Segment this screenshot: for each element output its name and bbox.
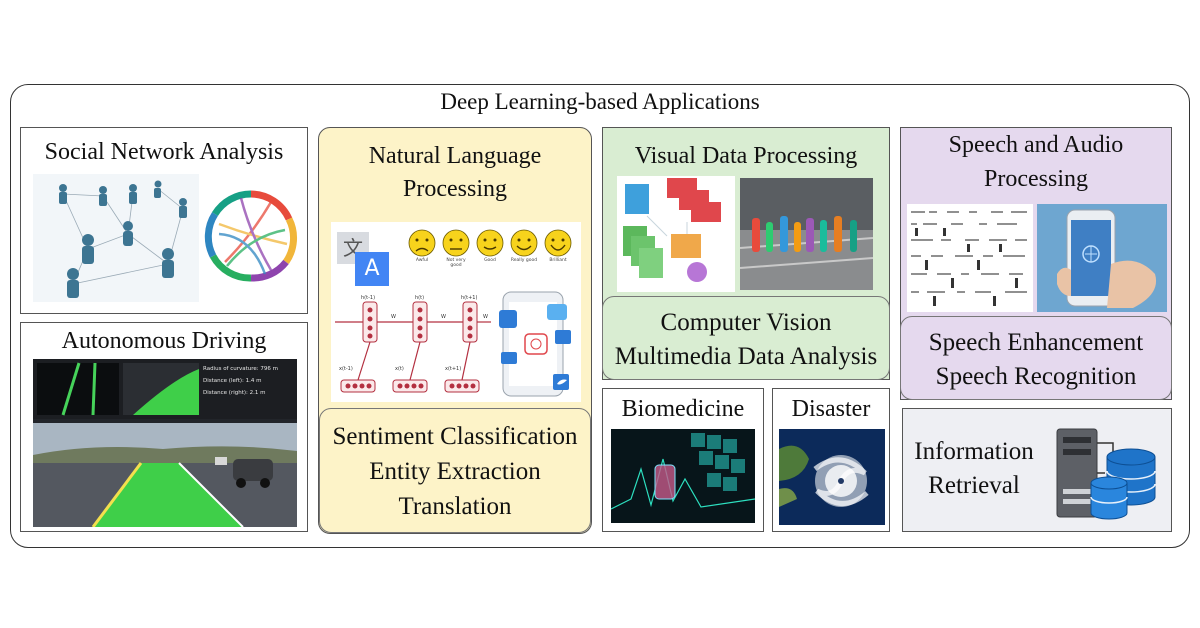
spectrogram-illustration [907, 204, 1033, 312]
rnn-label: h(t+1) [461, 295, 477, 301]
multimedia-files-illustration [617, 176, 735, 292]
rnn-label: W [483, 314, 488, 320]
speech-items-box: Speech Enhancement Speech Recognition [900, 316, 1172, 400]
retrieval-title-line2: Retrieval [928, 472, 1020, 499]
hud-label: Distance (left): [203, 378, 244, 384]
biomedicine-illustration [611, 429, 755, 523]
chord-diagram-illustration [201, 174, 301, 302]
hud-value: 2.1 m [249, 390, 266, 396]
rnn-label: x(t) [395, 366, 404, 372]
emoji-labels: Awful Not very good Good Really good Bri… [407, 258, 577, 268]
visual-data-title: Visual Data Processing [634, 143, 858, 169]
speech-item: Speech Enhancement [928, 329, 1144, 356]
emoji-label: Brilliant [549, 258, 567, 263]
information-retrieval-panel: Information Retrieval [902, 408, 1172, 532]
rnn-label: h(t) [415, 295, 424, 301]
hud-value: 796 m [260, 366, 279, 372]
disaster-title: Disaster [791, 396, 871, 422]
translate-letter: A [355, 252, 389, 286]
visual-item: Multimedia Data Analysis [614, 343, 878, 370]
translate-icon: 文 A [337, 232, 389, 290]
emoji-label: Good [484, 258, 496, 263]
rnn-diagram: h(t-1) h(t) h(t+1) W W W x(t-1) x(t) x(t… [335, 295, 491, 393]
emoji-label: Really good [510, 258, 538, 263]
hud-value: 1.4 m [245, 378, 262, 384]
speech-title-line1: Speech and Audio [948, 132, 1124, 158]
network-people-illustration [33, 174, 199, 302]
nlp-title-line1: Natural Language [368, 143, 542, 169]
hud-label: Distance (right): [203, 390, 248, 396]
speech-item: Speech Recognition [935, 363, 1137, 390]
visual-data-panel: Visual Data Processing [602, 127, 890, 380]
autonomous-driving-panel: Autonomous Driving Radius of curvature: … [20, 322, 308, 532]
main-title: Deep Learning-based Applications [440, 89, 760, 114]
nlp-panel: Natural Language Processing 文 A [318, 127, 592, 534]
emoji-label: Awful [415, 258, 429, 263]
nlp-title-line2: Processing [403, 176, 507, 202]
speech-title-line2: Processing [984, 166, 1088, 192]
autonomous-driving-title: Autonomous Driving [61, 328, 267, 354]
hurricane-satellite-illustration [779, 429, 885, 525]
visual-items-box: Computer Vision Multimedia Data Analysis [602, 296, 890, 380]
retrieval-title-line1: Information [914, 438, 1034, 465]
hud-row: Distance (left): 1.4 m [203, 375, 295, 387]
rnn-label: W [441, 314, 446, 320]
emoji-label: Not very good [446, 258, 466, 268]
emoji-scale [408, 229, 572, 257]
hud-readout: Radius of curvature: 796 m Distance (lef… [203, 363, 295, 399]
visual-item: Computer Vision [660, 309, 832, 336]
biomedicine-panel: Biomedicine [602, 388, 764, 532]
speech-audio-panel: Speech and Audio Processing [900, 127, 1172, 400]
nlp-task: Entity Extraction [369, 458, 541, 485]
nlp-task: Sentiment Classification [332, 423, 578, 450]
hud-row: Distance (right): 2.1 m [203, 387, 295, 399]
hud-label: Radius of curvature: [203, 366, 259, 372]
rnn-label: x(t-1) [339, 366, 353, 372]
social-network-panel: Social Network Analysis [20, 127, 308, 314]
hud-row: Radius of curvature: 796 m [203, 363, 295, 375]
rnn-label: W [391, 314, 396, 320]
social-network-title: Social Network Analysis [44, 139, 284, 165]
smartphone-voice-illustration [1037, 204, 1167, 312]
server-database-icon [1053, 423, 1163, 523]
nlp-task: Translation [398, 493, 512, 520]
biomedicine-title: Biomedicine [621, 396, 745, 422]
nlp-illustration: 文 A [331, 222, 581, 402]
disaster-panel: Disaster [772, 388, 890, 532]
rnn-label: h(t-1) [361, 295, 375, 301]
phone-chat-illustration [499, 291, 571, 397]
pedestrian-segmentation-illustration [740, 178, 873, 290]
lane-detection-illustration: Radius of curvature: 796 m Distance (lef… [33, 359, 297, 527]
nlp-tasks-box: Sentiment Classification Entity Extracti… [319, 408, 591, 533]
rnn-label: x(t+1) [445, 366, 461, 372]
